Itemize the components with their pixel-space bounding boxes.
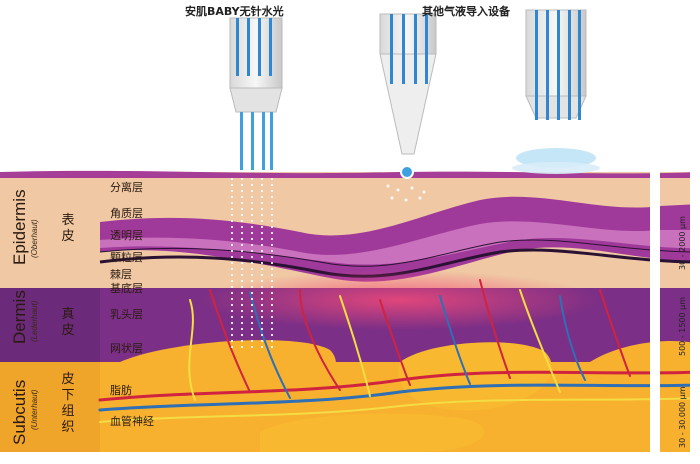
stratum-light-band — [100, 221, 700, 265]
blood-vessel-blue — [439, 295, 471, 385]
layer-label: 血管神经 — [110, 415, 154, 428]
label-column-dermis — [0, 288, 100, 364]
stratum-line-thin — [99, 239, 700, 267]
fat-lobe-bottom — [260, 413, 484, 452]
zone-sub-dermis: (Lederhaut) — [30, 300, 39, 342]
blood-vessel-red — [379, 299, 411, 386]
title-needle-free-device: 安肌BABY无针水光 — [185, 5, 284, 18]
fat-lobe — [398, 342, 552, 411]
depth-epidermis: 30 - 2000 µm — [678, 216, 687, 270]
label-column-subcutis — [0, 362, 100, 452]
right-margin — [690, 172, 700, 452]
layer-label: 乳头层 — [110, 308, 143, 321]
blood-vessel-blue — [249, 291, 291, 399]
depth-scale-bar — [650, 172, 660, 452]
zone-cn-subcutis: 皮下 组织 — [61, 372, 75, 435]
nerve-yellow — [188, 299, 196, 401]
nerve-yellow — [519, 289, 561, 393]
zone-label-subcutis: Subcutis — [10, 379, 29, 445]
depth-dermis: 500 - 1500 µm — [678, 296, 687, 356]
needle-free-device — [229, 17, 283, 350]
nerve-yellow — [339, 295, 371, 397]
blood-vessel-red — [98, 370, 700, 402]
zone-cn-epidermis: 表皮 — [61, 213, 75, 244]
gas-liquid-device-1 — [379, 13, 437, 202]
zone-label-dermis: Dermis — [10, 290, 29, 344]
layer-label: 颗粒层 — [110, 251, 143, 264]
blood-vessel-blue — [98, 383, 700, 412]
title-other-devices: 其他气液导入设备 — [422, 5, 510, 18]
layer-label: 透明层 — [110, 229, 143, 242]
blood-vessel-red — [479, 279, 511, 379]
dermis-glow — [200, 270, 600, 330]
layer-label: 脂肪 — [110, 384, 132, 397]
blood-vessel-red — [299, 289, 341, 391]
fat-lobe — [566, 341, 700, 452]
depth-subcutis: 30 - 30.000 µm — [678, 386, 687, 448]
zone-sub-subcutis: (Unterhaut) — [30, 389, 39, 430]
gas-liquid-device-2 — [512, 9, 600, 174]
blood-vessel-red — [209, 289, 251, 393]
layer-label: 角质层 — [110, 207, 143, 220]
zone-cn-dermis: 真皮 — [61, 307, 75, 338]
nerve-yellow — [99, 397, 700, 423]
layer-label: 分离层 — [110, 181, 143, 194]
zone-label-epidermis: Epidermis — [10, 189, 29, 265]
vessels — [98, 279, 700, 423]
blood-vessel-blue — [559, 295, 586, 381]
blood-vessel-red — [599, 289, 631, 377]
skin-surface — [0, 170, 700, 178]
layer-label: 网状层 — [110, 342, 143, 355]
zone-sub-epidermis: (Oberhaut) — [30, 219, 39, 258]
layer-label: 棘层 — [110, 268, 132, 281]
layer-label: 基底层 — [110, 282, 143, 295]
